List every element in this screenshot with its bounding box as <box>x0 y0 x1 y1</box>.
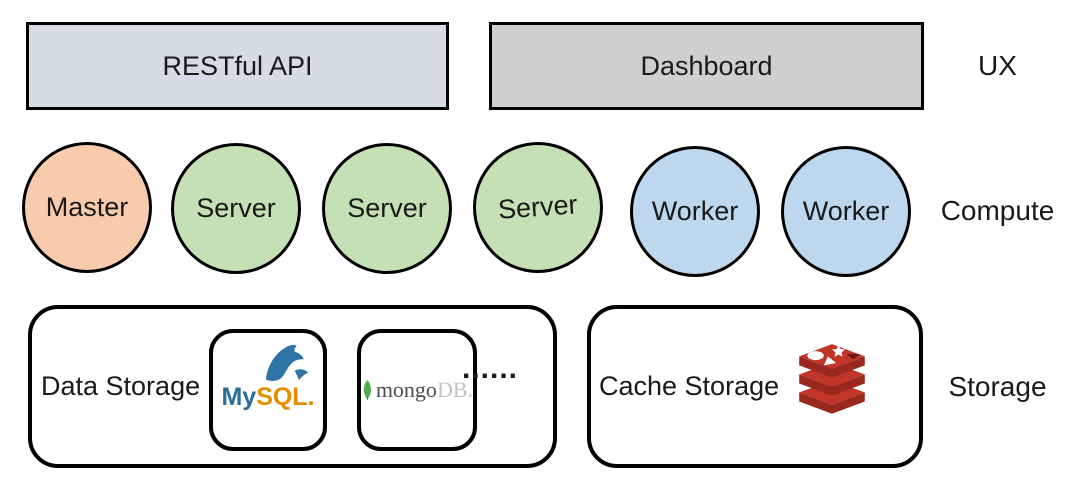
more-databases-ellipsis: ...... <box>462 352 519 385</box>
compute-node-worker-2: Worker <box>781 146 911 277</box>
data-storage-label: Data Storage <box>41 371 201 401</box>
mysql-dolphin-icon <box>265 344 309 381</box>
compute-node-worker-1: Worker <box>630 146 760 277</box>
data-storage-box: Data Storage MySQL. <box>28 305 557 468</box>
compute-node-master: Master <box>22 142 152 273</box>
worker-2-label: Worker <box>802 196 890 226</box>
worker-1-label: Worker <box>651 196 739 226</box>
compute-node-server-3: Server <box>473 142 603 273</box>
cache-storage-title: Cache Storage <box>599 309 779 464</box>
mongodb-wordmark: mongoDB. <box>376 377 473 403</box>
layer-label-compute: Compute <box>925 146 1070 276</box>
server-3-label: Server <box>497 189 579 225</box>
mongodb-wordmark-db: DB. <box>436 377 473 402</box>
storage-label-text: Storage <box>948 370 1047 402</box>
layer-label-ux: UX <box>925 22 1070 110</box>
dashboard-label: Dashboard <box>640 50 773 81</box>
ux-label-text: UX <box>978 50 1017 81</box>
mongodb-wordmark-mongo: mongo <box>375 377 437 402</box>
mysql-wordmark-dot: . <box>307 383 315 411</box>
server-2-label: Server <box>347 193 427 223</box>
server-1-label: Server <box>196 193 276 223</box>
cache-storage-box: Cache Storage <box>587 305 923 468</box>
redis-logo-icon <box>799 344 865 414</box>
compute-node-server-1: Server <box>171 143 301 274</box>
mongodb-tile: mongoDB. <box>357 329 477 451</box>
restful-api-label: RESTful API <box>162 50 313 81</box>
mysql-logo: MySQL. <box>213 333 323 447</box>
mysql-wordmark: MySQL. <box>213 383 323 412</box>
mysql-wordmark-sql: SQL <box>256 383 308 411</box>
dashboard-box: Dashboard <box>489 22 924 110</box>
cache-storage-label: Cache Storage <box>599 371 780 401</box>
restful-api-box: RESTful API <box>26 22 449 110</box>
mongodb-logo: mongoDB. <box>361 333 473 447</box>
compute-label-text: Compute <box>940 195 1055 226</box>
mysql-wordmark-my: My <box>221 383 257 411</box>
mysql-tile: MySQL. <box>209 329 327 451</box>
compute-node-server-2: Server <box>322 143 452 274</box>
master-label: Master <box>45 192 129 222</box>
layer-label-storage: Storage <box>925 305 1070 468</box>
data-storage-title: Data Storage <box>41 309 200 464</box>
mongodb-leaf-icon <box>363 379 372 401</box>
